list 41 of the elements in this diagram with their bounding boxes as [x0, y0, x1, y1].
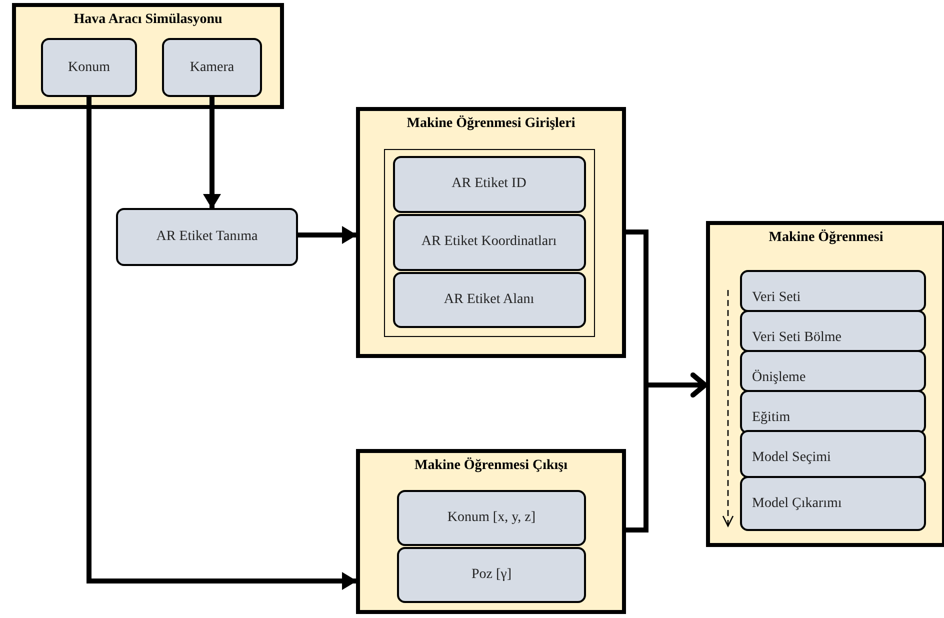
group-frame	[384, 149, 595, 337]
step-box	[740, 476, 926, 531]
group-title: Makine Öğrenmesi	[768, 230, 884, 246]
box-label: AR Etiket ID	[452, 176, 526, 192]
process-box	[392, 272, 586, 328]
group-title: Makine Öğrenmesi Çıkışı	[414, 458, 568, 474]
group-title: Makine Öğrenmesi Girişleri	[406, 116, 576, 132]
process-box	[116, 208, 298, 266]
box-label: Konum	[68, 60, 110, 76]
box-label: Poz [γ]	[471, 567, 512, 583]
group-panel	[356, 107, 626, 358]
process-box	[392, 214, 586, 270]
box-label: AR Etiket Alanı	[444, 292, 534, 308]
process-box	[397, 490, 586, 546]
group-panel	[706, 221, 944, 547]
box-label: Veri Seti Bölme	[752, 330, 842, 346]
arrow	[203, 97, 221, 209]
box-label: Önişleme	[752, 370, 806, 386]
process-box	[41, 38, 137, 97]
box-label: Veri Seti	[752, 290, 801, 306]
group-panel	[356, 449, 626, 614]
group-panel	[12, 3, 284, 109]
box-label: Eğitim	[752, 410, 790, 426]
box-label: AR Etiket Tanıma	[156, 229, 258, 245]
box-label: AR Etiket Koordinatları	[421, 234, 557, 250]
step-box	[740, 270, 926, 312]
process-box	[397, 547, 586, 603]
box-label: Model Seçimi	[752, 450, 831, 466]
box-label: Konum [x, y, z]	[447, 510, 536, 526]
process-box	[392, 156, 586, 212]
group-title: Hava Aracı Simülasyonu	[72, 12, 224, 28]
arrow	[298, 226, 357, 244]
process-box	[162, 38, 262, 97]
step-box	[740, 390, 926, 434]
arrow	[626, 372, 708, 532]
arrow	[86, 97, 357, 590]
step-box	[740, 310, 926, 352]
box-label: Model Çıkarımı	[752, 496, 842, 512]
step-box	[740, 350, 926, 392]
box-label: Kamera	[190, 60, 234, 76]
step-box	[740, 430, 926, 478]
